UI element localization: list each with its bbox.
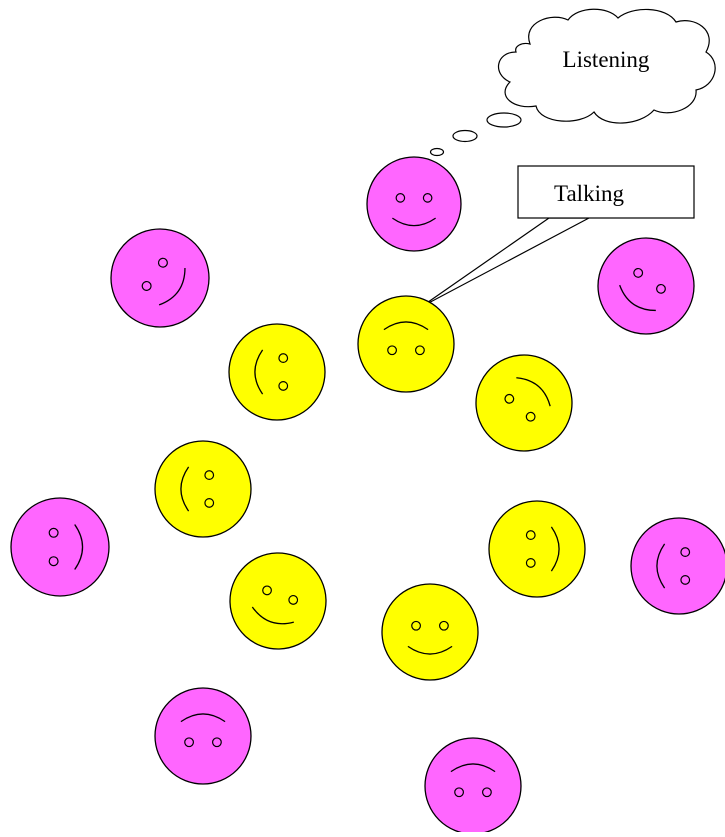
smile	[251, 606, 294, 625]
smile	[158, 267, 186, 306]
face-outline	[229, 552, 327, 650]
smile	[550, 526, 560, 572]
left-eye	[141, 280, 152, 291]
right-eye	[48, 527, 59, 538]
speaker-face	[475, 354, 573, 452]
right-eye	[422, 193, 433, 203]
face-outline	[366, 156, 462, 252]
speaker-face	[229, 552, 327, 650]
thought-dot-large	[486, 112, 522, 128]
face-outline	[630, 517, 725, 615]
face-outline	[10, 497, 110, 597]
speaker-face	[357, 295, 455, 393]
left-eye	[411, 620, 422, 631]
left-eye	[680, 547, 691, 558]
smile	[619, 284, 656, 312]
right-eye	[525, 530, 536, 540]
listener-face	[630, 517, 725, 615]
listener-face	[424, 737, 522, 835]
right-eye	[278, 381, 289, 391]
speaker-face	[381, 583, 479, 681]
speaker-face	[154, 440, 252, 538]
left-eye	[211, 737, 222, 748]
smile	[450, 763, 496, 773]
face-outline	[154, 440, 252, 538]
thought-dot-small	[429, 147, 445, 157]
speaker-face	[488, 500, 586, 598]
face-outline	[424, 737, 522, 835]
right-eye	[157, 257, 168, 268]
smile	[180, 713, 226, 723]
faces-layer	[10, 156, 725, 835]
right-eye	[288, 594, 299, 605]
right-eye	[504, 393, 515, 404]
face-outline	[110, 228, 210, 328]
face-outline	[475, 354, 573, 452]
listener-face	[597, 237, 695, 335]
listener-face	[10, 497, 110, 597]
right-eye	[204, 498, 215, 508]
face-outline	[154, 687, 252, 785]
left-eye	[525, 411, 536, 422]
right-eye	[680, 575, 691, 585]
left-eye	[204, 470, 215, 481]
listening-thought-bubble: Listening	[429, 8, 716, 157]
right-eye	[454, 787, 464, 798]
left-eye	[481, 787, 492, 798]
thought-dot-medium	[452, 129, 478, 143]
smile	[516, 377, 551, 407]
left-eye	[633, 267, 644, 278]
left-eye	[395, 193, 406, 203]
thought-cloud	[498, 8, 716, 124]
smile	[254, 349, 264, 395]
right-eye	[656, 283, 666, 294]
talking-callout-box	[517, 165, 695, 219]
right-eye	[184, 737, 194, 748]
smile	[392, 217, 436, 227]
face-outline	[228, 323, 326, 421]
smile	[180, 466, 190, 512]
right-eye	[439, 620, 449, 631]
smile	[74, 524, 84, 570]
listener-face	[110, 228, 210, 328]
smile	[407, 645, 453, 655]
smile	[656, 543, 666, 589]
left-eye	[414, 345, 425, 356]
left-eye	[525, 557, 536, 568]
left-eye	[48, 556, 59, 567]
listener-face	[154, 687, 252, 785]
smile	[383, 321, 429, 331]
left-eye	[278, 353, 289, 364]
face-outline	[381, 583, 479, 681]
left-eye	[262, 585, 272, 596]
face-outline	[597, 237, 695, 335]
right-eye	[387, 345, 397, 356]
listener-face	[366, 156, 462, 252]
face-outline	[488, 500, 586, 598]
talking-callout: Talking	[420, 165, 695, 308]
listening-label: Listening	[563, 47, 650, 72]
speaker-face	[228, 323, 326, 421]
face-outline	[357, 295, 455, 393]
talking-label: Talking	[554, 181, 624, 206]
